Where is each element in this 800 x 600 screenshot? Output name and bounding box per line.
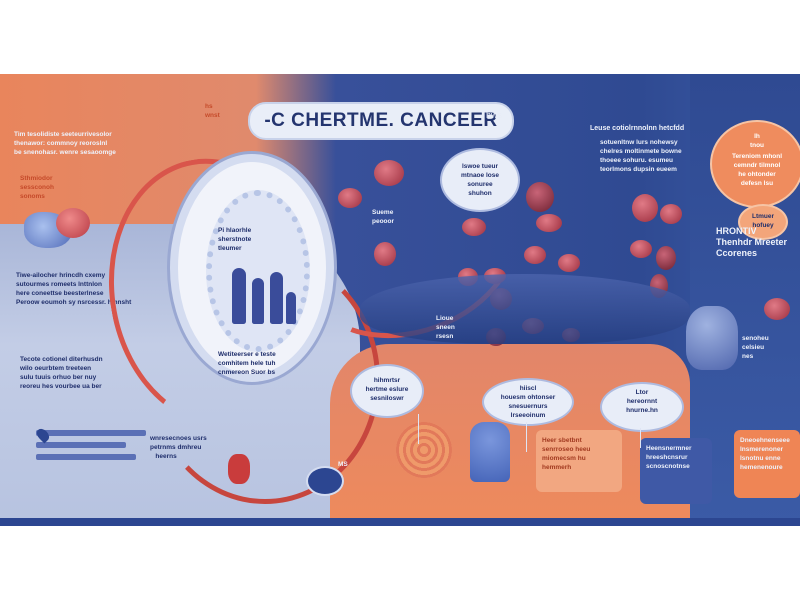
- cancer-cell: [630, 240, 652, 258]
- cancer-cell: [536, 214, 562, 232]
- title-mark: hws: [486, 110, 503, 120]
- badge-circle: [306, 466, 344, 496]
- info-panel: Heer sbetbnt senrroseo heeu miomecsm hu …: [536, 430, 622, 492]
- big-heading: HRONTIV Thenhdr Mreeter Ccorenes: [716, 226, 788, 258]
- ring-icon: [396, 422, 452, 478]
- panel-text: Heer sbetbnt senrroseo heeu miomecsm hu …: [542, 437, 591, 471]
- info-panel: Heensnermner hreeshcnsrur scnoscnotnse: [640, 438, 712, 504]
- human-figure-icon: [470, 422, 510, 482]
- info-bubble: hiiscl houesm ohtonser snesuernurs lrsee…: [482, 378, 574, 426]
- cancer-cell: [558, 254, 580, 272]
- cancer-cell: [374, 160, 404, 186]
- infographic-poster: -C CHERTME. CANCEER hws hs wnst Tim teso…: [0, 74, 800, 526]
- person-figure: [252, 278, 264, 324]
- page-title: -C CHERTME. CANCEER: [248, 102, 514, 140]
- red-cell-icon: [56, 208, 90, 238]
- organ-icon: [228, 454, 250, 484]
- oval-inner: Pi hlaorhle sherstnote tleumer: [206, 190, 310, 352]
- header-tag: hs wnst: [205, 103, 220, 119]
- cancer-cell: [338, 188, 362, 208]
- legend-row: [36, 454, 136, 460]
- legend-row: [36, 430, 146, 436]
- connector-line: [526, 422, 527, 452]
- bubble-text: Ltor hereornnt hnurne.hn: [626, 389, 658, 414]
- cancer-cell: [524, 246, 546, 264]
- bottom-band: [0, 518, 800, 526]
- right-label: senoheu celsieu nes: [742, 335, 769, 360]
- orange-tag-text: Sthmiodor sessconoh sonoms: [20, 175, 54, 200]
- panel-text: Dneoehnenseee lnsmerenoner lsnotnu enne …: [740, 437, 790, 471]
- small-bubble: Ltmuer hofuey: [738, 204, 788, 240]
- person-figure: [270, 272, 283, 324]
- cell-oval: Pi hlaorhle sherstnote tleumer: [170, 154, 334, 382]
- cancer-cell: [526, 182, 554, 212]
- tissue-wave: [360, 274, 690, 344]
- intro-text: Tim tesolidiste seeteurrivesolor thenawo…: [14, 131, 116, 156]
- person-figure: [232, 268, 246, 324]
- cancer-cell: [374, 242, 396, 266]
- mid-text-block-2: Tecote cotionel diterhusdn wilo oeurbtem…: [20, 356, 103, 390]
- small-label: Lioue sneen rsesn: [436, 315, 455, 340]
- bubble-text: hiiscl houesm ohtonser snesuernurs lrsee…: [500, 385, 556, 419]
- cancer-cell: [632, 194, 658, 222]
- person-figure: [286, 292, 296, 324]
- orange-bubble: Ih tnou Tereniom mhonl cemndr tilmnol he…: [710, 120, 800, 208]
- title-text: -C CHERTME. CANCEER: [264, 110, 498, 131]
- right-heading: Leuse cotiolrnnolnn hetcfdd: [590, 125, 685, 132]
- oval-caption: Pi hlaorhle sherstnote tleumer: [218, 227, 252, 252]
- cancer-cell: [660, 204, 682, 224]
- connector-line: [640, 428, 641, 448]
- cancer-cell: [656, 246, 676, 270]
- orange-bubble-text: Tereniom mhonl cemndr tilmnol he ohtonde…: [731, 153, 783, 187]
- info-panel: Dneoehnenseee lnsmerenoner lsnotnu enne …: [734, 430, 800, 498]
- tumor-3d-icon: [686, 306, 738, 370]
- info-bubble: hihmrtsr hertme eslure sesniloswr: [350, 364, 424, 418]
- cancer-cell: [462, 218, 486, 236]
- bubble-text: hihmrtsr hertme eslure sesniloswr: [365, 377, 409, 402]
- info-bubble: lswoe tueur mtnaoe lose sonuree shuhon: [440, 148, 520, 212]
- panel-text: Heensnermner hreeshcnsrur scnoscnotnse: [646, 445, 692, 470]
- cancer-cell: [764, 298, 790, 320]
- bubble-text: lswoe tueur mtnaoe lose sonuree shuhon: [461, 163, 499, 197]
- mid-text-block: Tiwe-ailocher hrincdh cxemy sutourmes ro…: [16, 272, 132, 306]
- connector-line: [418, 414, 419, 444]
- badge-text: MS: [338, 461, 348, 468]
- cell-label: Sueme peooor: [372, 209, 395, 225]
- info-bubble: Ltor hereornnt hnurne.hn: [600, 382, 684, 432]
- oval-footer: Wetiteerser e teste comhitem hele tuh cn…: [218, 351, 276, 376]
- orange-bubble-title: Ih tnou: [749, 133, 765, 149]
- legend-row: [36, 442, 126, 448]
- right-heading-text: sotuenltnw lurs nohewsy chelres moltinme…: [600, 139, 682, 173]
- small-bubble-text: Ltmuer hofuey: [751, 213, 775, 229]
